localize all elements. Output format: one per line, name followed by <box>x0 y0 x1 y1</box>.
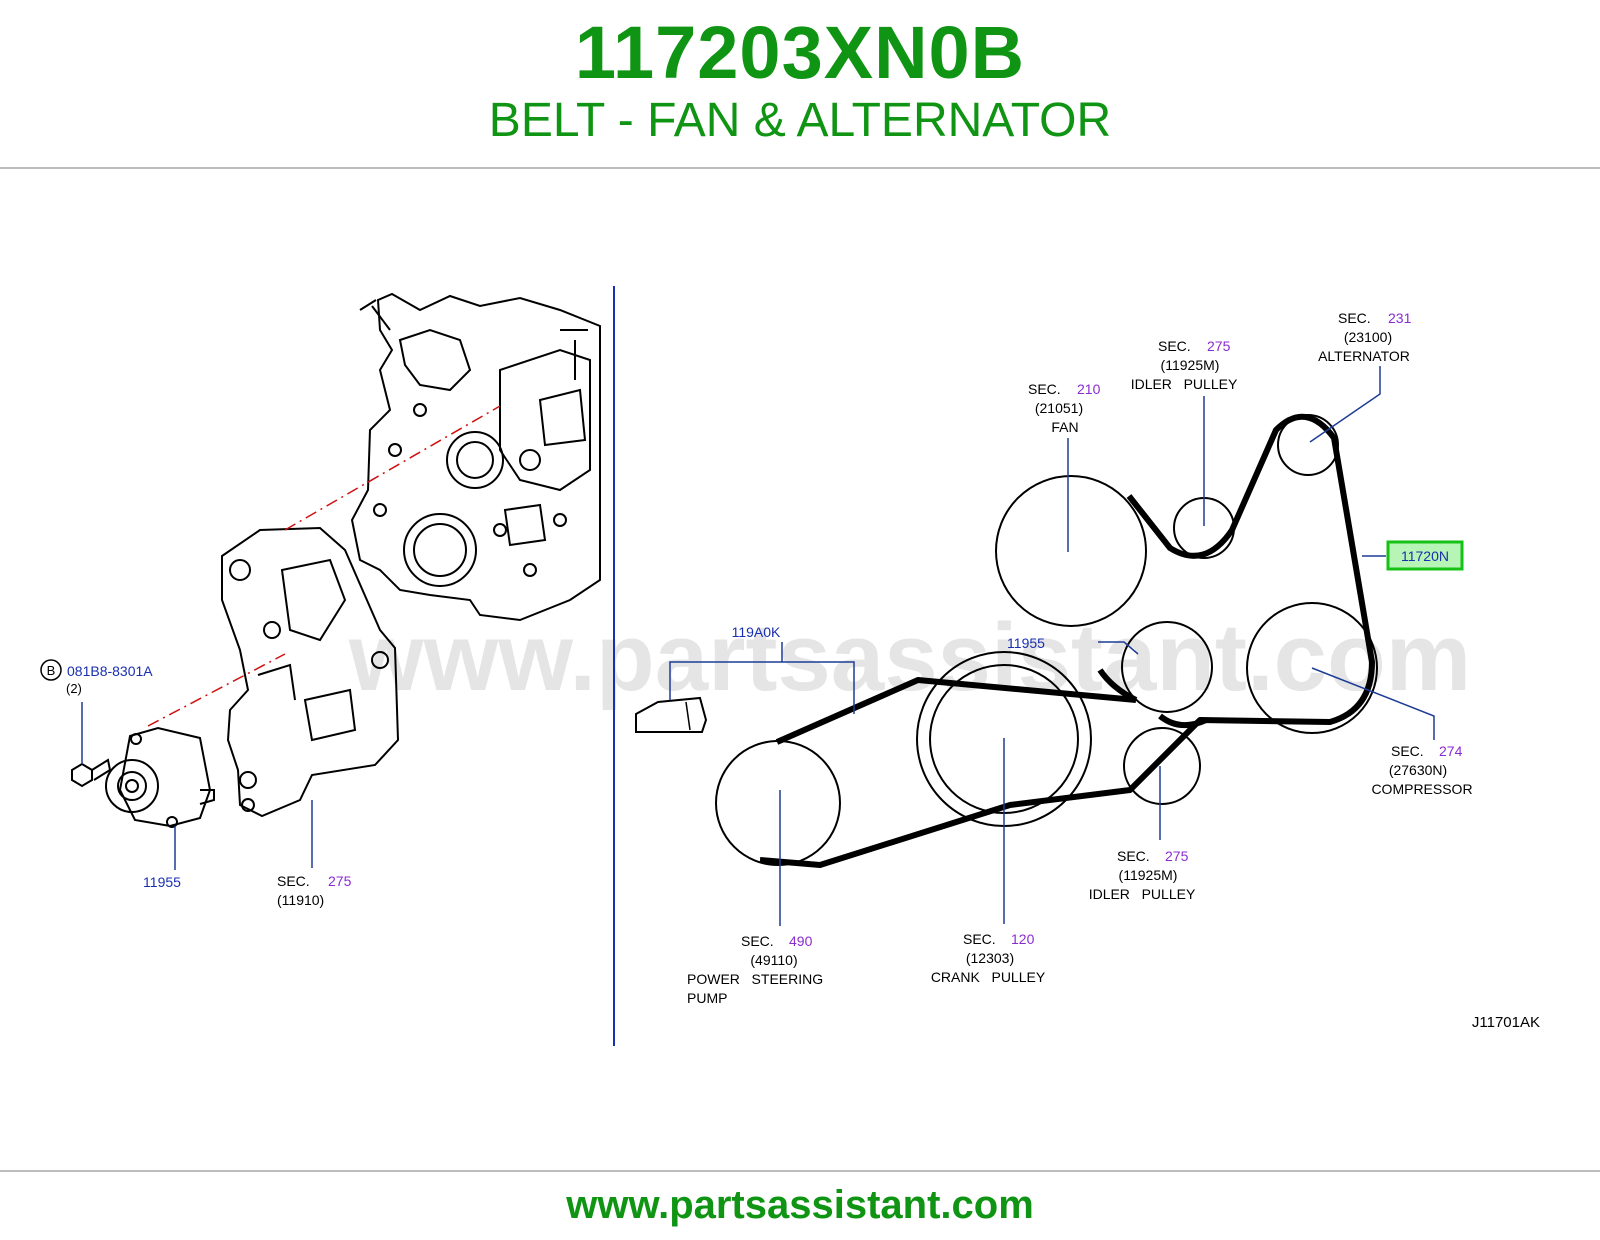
belt-highlight-box[interactable] <box>1386 540 1464 571</box>
crank-sec-label: SEC. <box>963 931 996 947</box>
tensioner-right-leader <box>1098 641 1139 655</box>
parts-diagram: www.partsassistant.com <box>0 270 1600 1070</box>
alternator-sec-label: SEC. <box>1338 310 1371 326</box>
alternator-code: (23100) <box>1344 329 1392 345</box>
idler-bottom-name: IDLER PULLEY <box>1089 886 1196 902</box>
header-divider <box>0 167 1600 169</box>
leader-lines <box>669 366 1435 926</box>
alternator-name: ALTERNATOR <box>1318 348 1410 364</box>
alignment-line-upper <box>284 405 501 531</box>
tensioner-left-part-link[interactable]: 11955 <box>143 874 181 890</box>
compressor-sec-label: SEC. <box>1391 743 1424 759</box>
idler-bottom-sec-label: SEC. <box>1117 848 1150 864</box>
tensioner-right-pulley-circle <box>1121 621 1213 713</box>
alternator-leader <box>1309 366 1381 443</box>
part-number-title: 117203XN0B <box>574 11 1026 94</box>
bolt-quantity: (2) <box>66 681 82 696</box>
fan-pulley-circle <box>995 475 1147 627</box>
idler-top-code: (11925M) <box>1161 357 1220 373</box>
idler-top-sec-link[interactable]: 275 <box>1207 338 1231 354</box>
power-steering-sec-link[interactable]: 490 <box>789 933 813 949</box>
crank-name: CRANK PULLEY <box>931 969 1046 985</box>
idler-bottom-code: (11925M) <box>1119 867 1178 883</box>
compressor-sec-link[interactable]: 274 <box>1439 743 1463 759</box>
power-steering-code: (49110) <box>750 952 797 968</box>
footer-divider <box>0 1170 1600 1172</box>
crank-code: (12303) <box>966 950 1014 966</box>
bolt-badge-letter: B <box>47 663 56 678</box>
belt-part-link[interactable]: 11720N <box>1401 548 1449 564</box>
page-header: 117203XN0B BELT - FAN & ALTERNATOR <box>0 0 1600 168</box>
alternator-pulley-circle <box>1277 414 1339 476</box>
belt-cover-leader <box>669 661 855 714</box>
bracket-drawing <box>221 526 400 818</box>
figure-code: J11701AK <box>1472 1014 1540 1031</box>
diagram-canvas: www.partsassistant.com <box>40 286 1540 1046</box>
footer-website-link[interactable]: www.partsassistant.com <box>566 1183 1034 1227</box>
idler-bottom-pulley-circle <box>1123 727 1201 805</box>
engine-block-drawing <box>350 292 601 622</box>
bracket-sec-label: SEC. <box>277 873 310 889</box>
idler-top-name: IDLER PULLEY <box>1131 376 1238 392</box>
belt-cover-part-link[interactable]: 119A0K <box>732 624 781 640</box>
belt-cover-edge <box>685 701 691 731</box>
power-steering-name: POWER STEERING <box>687 971 823 987</box>
bolt-drawing <box>71 758 112 788</box>
alternator-sec-link[interactable]: 231 <box>1388 310 1412 326</box>
crank-sec-link[interactable]: 120 <box>1011 931 1035 947</box>
idler-top-sec-label: SEC. <box>1158 338 1191 354</box>
bolt-badge-circle <box>40 659 62 681</box>
compressor-name: COMPRESSOR <box>1371 781 1472 797</box>
watermark-text: www.partsassistant.com <box>348 604 1471 711</box>
belt-cover-drawing <box>635 696 708 733</box>
fan-name: FAN <box>1051 419 1078 435</box>
bracket-sec-link[interactable]: 275 <box>328 873 352 889</box>
idler-bottom-sec-link[interactable]: 275 <box>1165 848 1189 864</box>
compressor-pulley-circle <box>1246 602 1378 734</box>
compressor-leader <box>1311 667 1435 740</box>
bolt-part-link[interactable]: 081B8-8301A <box>67 663 153 679</box>
fan-sec-label: SEC. <box>1028 381 1061 397</box>
compressor-code: (27630N) <box>1389 762 1447 778</box>
bracket-code: (11910) <box>277 892 324 908</box>
fan-sec-link[interactable]: 210 <box>1077 381 1101 397</box>
power-steering-name-line2: PUMP <box>687 990 727 1006</box>
power-steering-pulley-circle <box>715 740 841 866</box>
power-steering-sec-label: SEC. <box>741 933 774 949</box>
part-description-title: BELT - FAN & ALTERNATOR <box>488 94 1112 147</box>
tensioner-right-part-link[interactable]: 11955 <box>1007 635 1045 651</box>
fan-code: (21051) <box>1035 400 1083 416</box>
tensioner-drawing <box>105 726 215 828</box>
alignment-line-lower <box>147 653 286 727</box>
